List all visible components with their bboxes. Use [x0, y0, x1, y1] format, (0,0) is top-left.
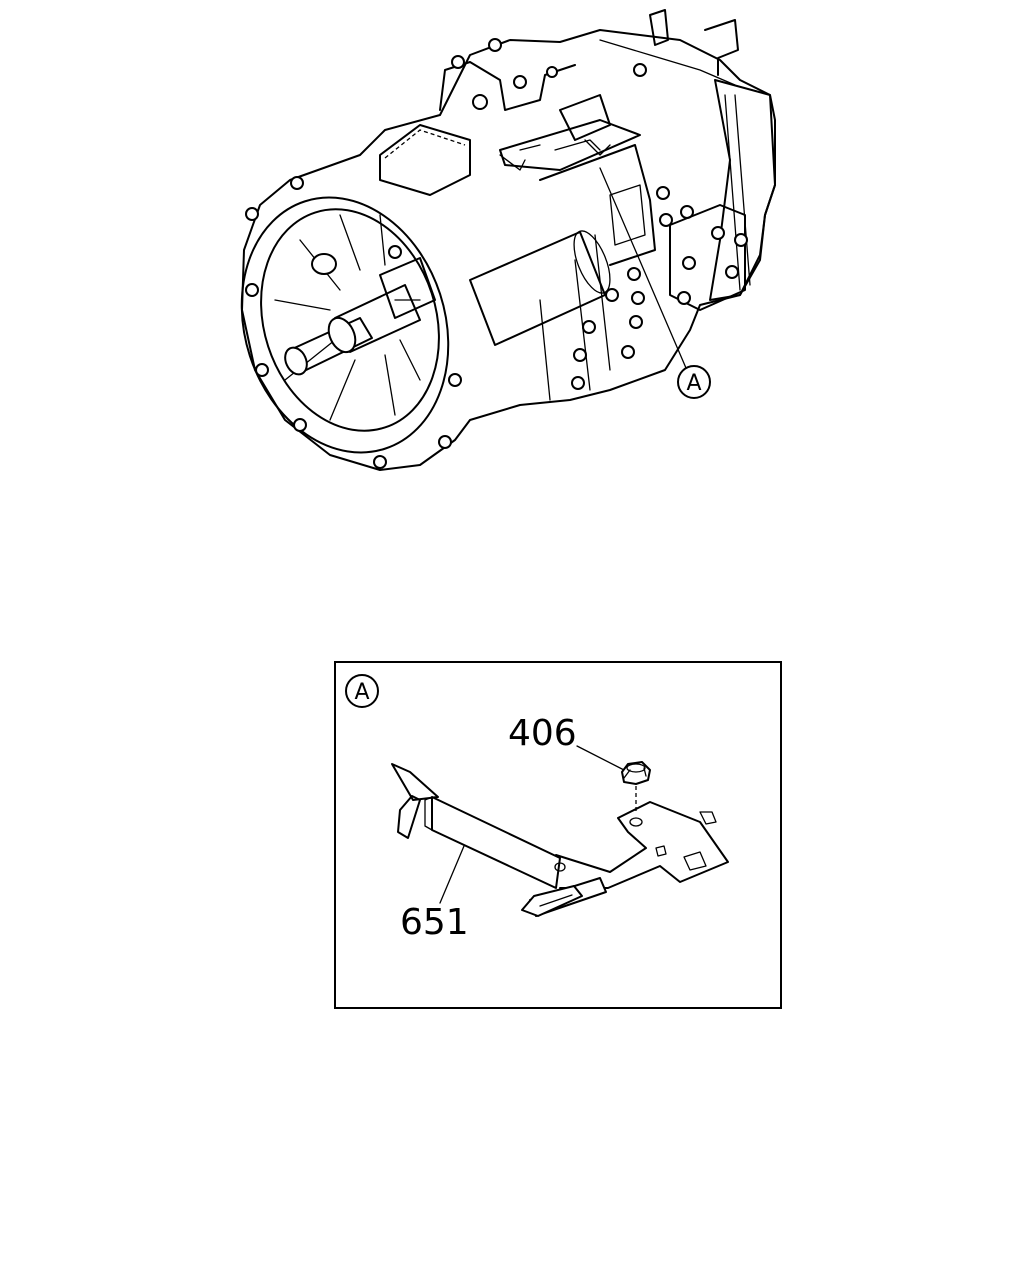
callout-a-main-label: A — [686, 371, 701, 396]
rear-housing — [669, 79, 776, 311]
nut-406-drawing — [621, 761, 651, 812]
main-case — [469, 144, 694, 401]
leader-line-a — [599, 167, 687, 369]
shift-tower — [379, 9, 739, 196]
bell-housing — [240, 176, 462, 469]
detail-view-a: A 406 — [334, 661, 782, 1009]
callout-a-detail: A — [345, 674, 379, 708]
leader-406 — [576, 745, 625, 771]
part-number-651: 651 — [400, 902, 469, 943]
callout-a-detail-label: A — [354, 680, 369, 705]
transmission-assembly-drawing: A — [240, 9, 776, 471]
part-number-406: 406 — [508, 713, 577, 754]
bracket-651-drawing — [391, 763, 729, 917]
callout-a-main: A — [677, 365, 711, 399]
leader-651 — [439, 845, 465, 904]
input-shaft — [284, 253, 436, 376]
